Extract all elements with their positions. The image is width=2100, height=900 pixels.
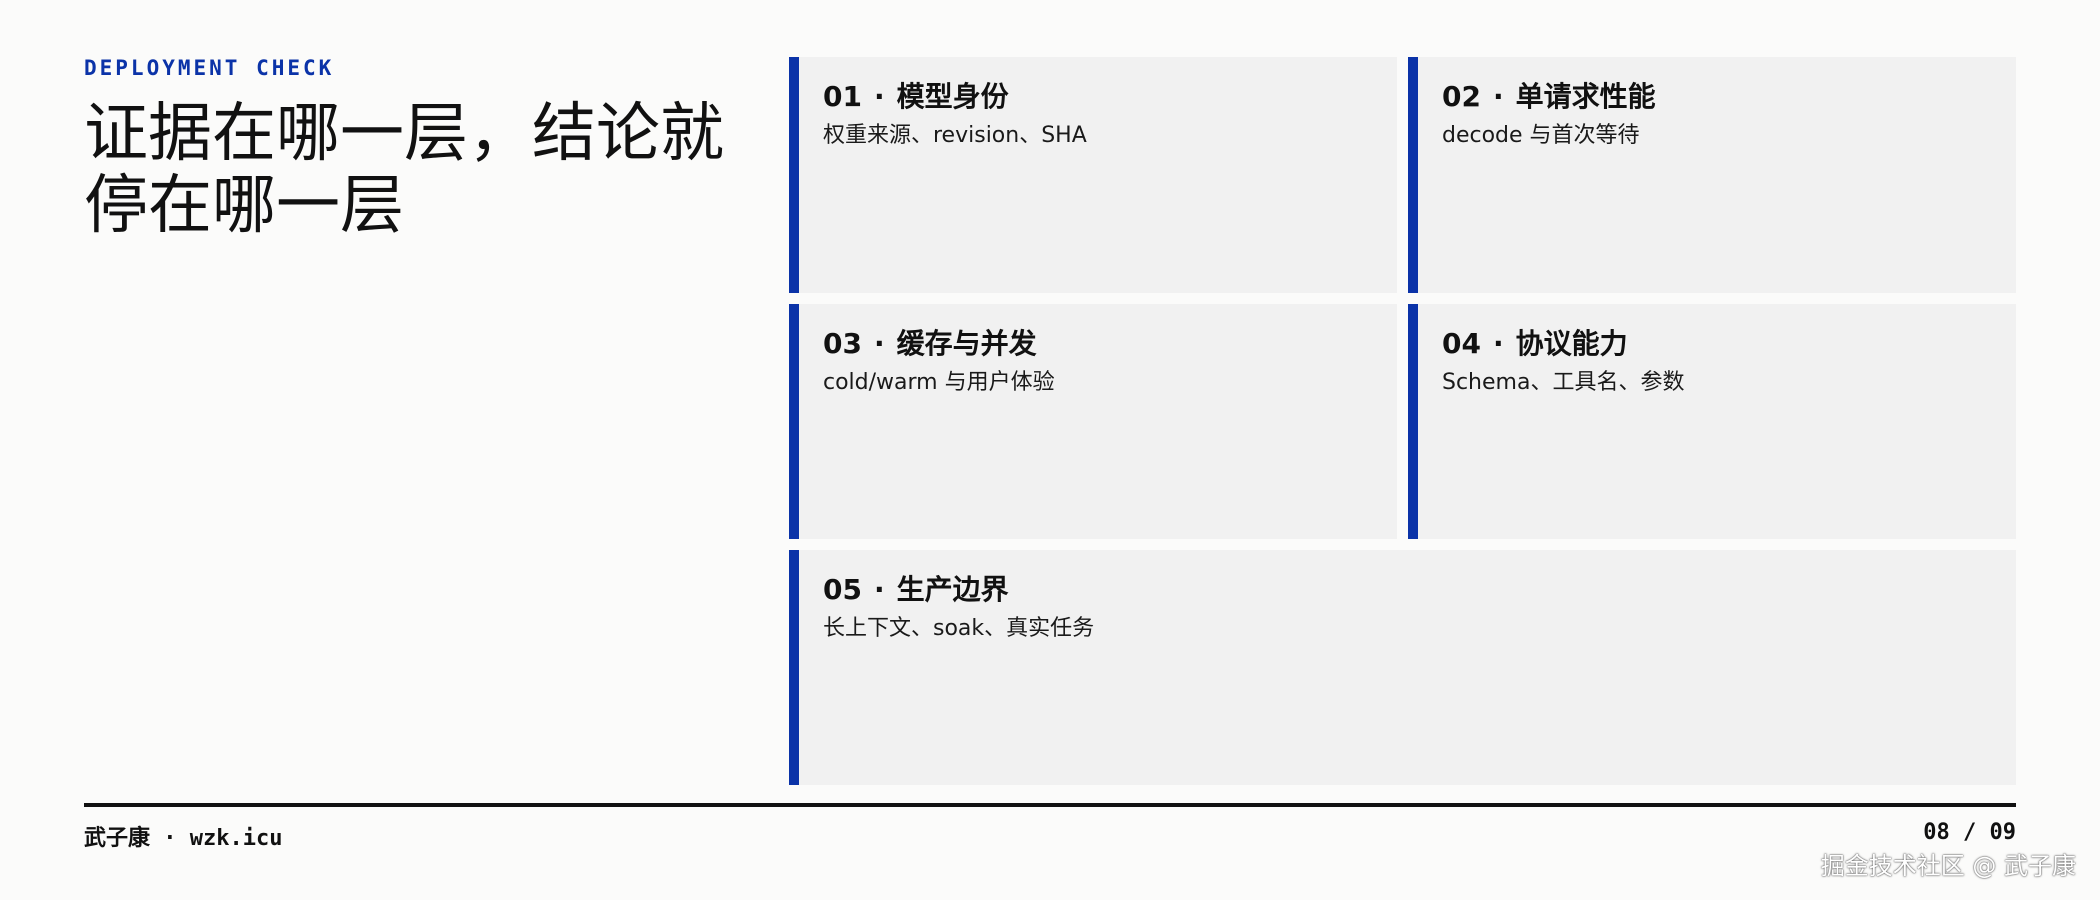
card-number: 03: [823, 327, 862, 360]
card-heading: 02 · 单请求性能: [1442, 77, 1656, 117]
card-subtitle: 长上下文、soak、真实任务: [823, 616, 1095, 641]
card-number: 02: [1442, 80, 1481, 113]
page-number: 08 / 09: [1923, 820, 2016, 845]
card-subtitle: decode 与首次等待: [1442, 123, 1640, 148]
card-03: 03 · 缓存与并发 cold/warm 与用户体验: [789, 304, 1397, 539]
card-number: 04: [1442, 327, 1481, 360]
card-subtitle: Schema、工具名、参数: [1442, 370, 1685, 395]
card-heading: 04 · 协议能力: [1442, 324, 1628, 364]
card-heading: 01 · 模型身份: [823, 77, 1009, 117]
card-number: 05: [823, 573, 862, 606]
watermark: 掘金技术社区 @ 武子康: [1820, 852, 2076, 880]
card-subtitle: 权重来源、revision、SHA: [823, 123, 1087, 148]
card-heading: 03 · 缓存与并发: [823, 324, 1037, 364]
card-title: 生产边界: [896, 573, 1009, 606]
card-heading: 05 · 生产边界: [823, 570, 1009, 610]
footer-divider: [84, 803, 2016, 807]
page-title: 证据在哪一层，结论就停在哪一层: [84, 97, 724, 243]
card-separator-dot: ·: [873, 573, 885, 606]
section-kicker: DEPLOYMENT CHECK: [84, 56, 335, 80]
card-title: 缓存与并发: [896, 327, 1037, 360]
card-05: 05 · 生产边界 长上下文、soak、真实任务: [789, 550, 2016, 785]
card-number: 01: [823, 80, 862, 113]
footer-author: 武子康 · wzk.icu: [84, 826, 283, 851]
card-02: 02 · 单请求性能 decode 与首次等待: [1408, 57, 2016, 293]
card-separator-dot: ·: [1492, 80, 1504, 113]
card-04: 04 · 协议能力 Schema、工具名、参数: [1408, 304, 2016, 539]
card-subtitle: cold/warm 与用户体验: [823, 370, 1055, 395]
card-title: 单请求性能: [1515, 80, 1656, 113]
card-title: 模型身份: [896, 80, 1009, 113]
card-separator-dot: ·: [1492, 327, 1504, 360]
card-title: 协议能力: [1515, 327, 1628, 360]
card-separator-dot: ·: [873, 80, 885, 113]
card-01: 01 · 模型身份 权重来源、revision、SHA: [789, 57, 1397, 293]
card-separator-dot: ·: [873, 327, 885, 360]
